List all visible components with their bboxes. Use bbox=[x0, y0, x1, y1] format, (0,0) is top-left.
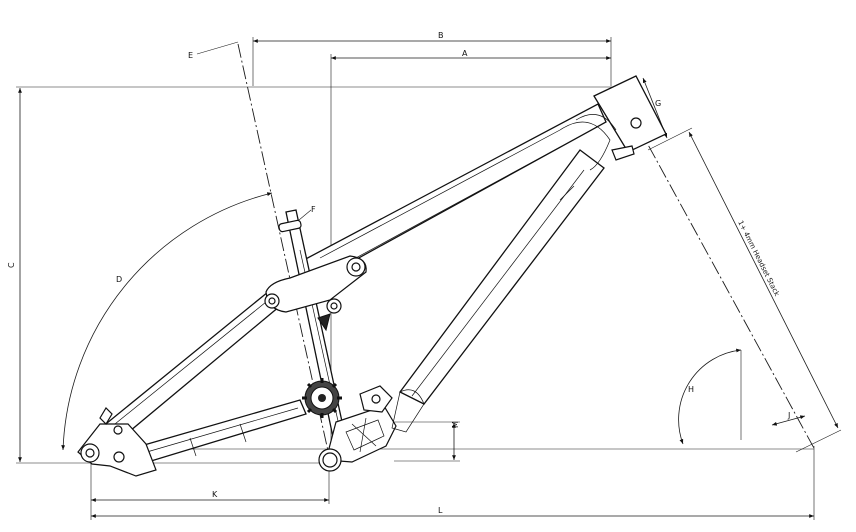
label-b: B bbox=[438, 31, 444, 40]
down-tube bbox=[399, 149, 605, 405]
label-c: C bbox=[7, 262, 16, 268]
label-headset-stack: 1+ 4mm Headset Stack bbox=[736, 219, 781, 298]
cable-guide bbox=[611, 145, 635, 161]
rear-dropout bbox=[77, 423, 157, 477]
label-d: D bbox=[116, 275, 122, 284]
dimension-h-arc bbox=[678, 348, 742, 445]
head-angle-axis bbox=[616, 87, 816, 451]
label-g: G bbox=[655, 99, 661, 108]
dimension-headset-line bbox=[688, 131, 839, 429]
label-m: M bbox=[451, 421, 460, 428]
chainring bbox=[302, 378, 342, 418]
seat-clamp bbox=[278, 219, 302, 233]
label-k: K bbox=[212, 490, 218, 499]
dimension-j-line bbox=[771, 415, 806, 426]
dimension-d-arc bbox=[61, 192, 273, 451]
label-l: L bbox=[438, 506, 443, 515]
head-tube bbox=[593, 75, 667, 153]
derailleur-hanger bbox=[99, 407, 113, 425]
label-a: A bbox=[462, 49, 468, 58]
label-f: F bbox=[311, 205, 316, 214]
label-e: E bbox=[188, 51, 193, 60]
label-j: J bbox=[787, 411, 790, 420]
head-tube-port bbox=[630, 117, 642, 129]
bike-frame bbox=[77, 75, 667, 477]
label-h: H bbox=[688, 385, 694, 394]
